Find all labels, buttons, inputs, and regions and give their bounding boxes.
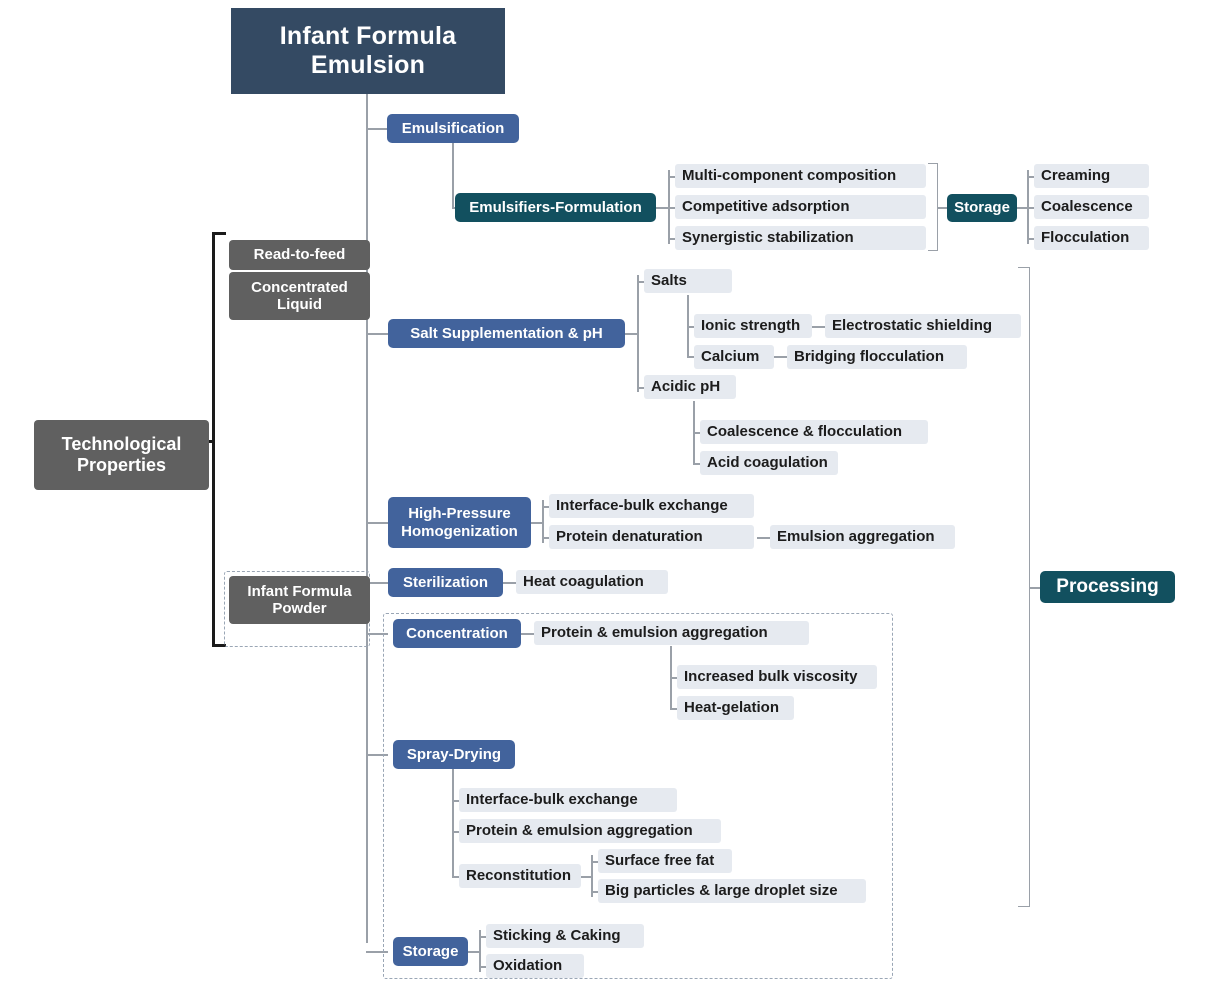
connector-emulsification-down [452, 143, 454, 208]
dashed-group-powder-processes [383, 613, 893, 979]
node-ionic-strength[interactable]: Ionic strength [694, 314, 812, 338]
branch-high-pressure-homogenization[interactable]: High-Pressure Homogenization [388, 497, 531, 548]
connector-emulsifier-leaf-2 [668, 207, 677, 209]
connector-sterilization [366, 582, 388, 584]
connector-salt-bracket [637, 275, 639, 392]
leaf-acid-coagulation[interactable]: Acid coagulation [700, 451, 838, 475]
leaf-protein-emulsion-aggregation-conc[interactable]: Protein & emulsion aggregation [534, 621, 809, 645]
connector-storage-in [937, 207, 949, 209]
branch-emulsification[interactable]: Emulsification [387, 114, 519, 143]
leaf-interface-bulk-exchange-spray[interactable]: Interface-bulk exchange [459, 788, 677, 812]
connector-ionic-strength [687, 326, 696, 328]
connector-root-stub [366, 93, 368, 129]
connector-hph-leaf-1 [542, 506, 551, 508]
leaf-protein-emulsion-aggregation-spray[interactable]: Protein & emulsion aggregation [459, 819, 721, 843]
branch-salt-supplementation[interactable]: Salt Supplementation & pH [388, 319, 625, 348]
connector-reconstitution [452, 876, 461, 878]
leaf-surface-free-fat[interactable]: Surface free fat [598, 849, 732, 873]
label-technological-properties[interactable]: Technological Properties [34, 420, 209, 490]
connector-spray-drying [366, 754, 388, 756]
connector-storage-leaf-2 [1027, 207, 1036, 209]
connector-emulsifier-leaf-3 [668, 238, 677, 240]
connector-storage-leaf-1 [1027, 176, 1036, 178]
connector-reconstitution-leaf-2 [591, 891, 600, 893]
connector-processing-in [1029, 587, 1041, 589]
connector-concentration-sub-1 [670, 677, 679, 679]
leaf-interface-bulk-exchange-hph[interactable]: Interface-bulk exchange [549, 494, 754, 518]
connector-pstorage-bracket [479, 930, 481, 972]
leaf-coalescence-flocculation[interactable]: Coalescence & flocculation [700, 420, 928, 444]
leaf-creaming[interactable]: Creaming [1034, 164, 1149, 188]
connector-spray-down [452, 769, 454, 877]
connector-acidic-leaf-1 [693, 432, 702, 434]
connector-salt-out [625, 333, 638, 335]
product-form-ready-to-feed[interactable]: Read-to-feed [229, 240, 370, 270]
leaf-oxidation[interactable]: Oxidation [486, 954, 584, 978]
leaf-heat-gelation[interactable]: Heat-gelation [677, 696, 794, 720]
connector-reconstitution-bracket [591, 855, 593, 897]
node-acidic-ph[interactable]: Acidic pH [644, 375, 736, 399]
bracket-technological-properties [212, 232, 226, 647]
product-form-concentrated-liquid[interactable]: Concentrated Liquid [229, 272, 370, 320]
node-storage-liquid[interactable]: Storage [947, 194, 1017, 222]
leaf-coalescence[interactable]: Coalescence [1034, 195, 1149, 219]
connector-hph-leaf-2 [542, 537, 551, 539]
connector-acidic-leaf-2 [693, 463, 702, 465]
connector-reconstitution-out [580, 876, 592, 878]
connector-storage-leaf-3 [1027, 238, 1036, 240]
connector-hph-out [531, 522, 543, 524]
connector-calcium [687, 356, 696, 358]
node-reconstitution[interactable]: Reconstitution [459, 864, 581, 888]
node-calcium[interactable]: Calcium [694, 345, 774, 369]
connector-heat-coagulation [503, 582, 517, 584]
connector-concentration-out [521, 633, 535, 635]
connector-bridging [774, 356, 788, 358]
connector-root-spine [366, 93, 368, 943]
connector-salts-leaf [637, 281, 646, 283]
branch-concentration[interactable]: Concentration [393, 619, 521, 648]
connector-reconstitution-leaf-1 [591, 861, 600, 863]
connector-spray-leaf-2 [452, 831, 461, 833]
leaf-big-particles-large-droplet-size[interactable]: Big particles & large droplet size [598, 879, 866, 903]
connector-concentration [366, 633, 388, 635]
leaf-sticking-caking[interactable]: Sticking & Caking [486, 924, 644, 948]
leaf-flocculation[interactable]: Flocculation [1034, 226, 1149, 250]
connector-acidic-leaf [637, 387, 646, 389]
leaf-competitive-adsorption[interactable]: Competitive adsorption [675, 195, 926, 219]
connector-storage-out [1016, 207, 1028, 209]
connector-spray-leaf-1 [452, 800, 461, 802]
leaf-multi-component-composition[interactable]: Multi-component composition [675, 164, 926, 188]
product-form-infant-formula-powder[interactable]: Infant Formula Powder [229, 576, 370, 624]
connector-electrostatic [812, 326, 826, 328]
connector-pstorage-leaf-2 [479, 966, 488, 968]
connector-techprops-in [205, 440, 215, 443]
branch-sterilization[interactable]: Sterilization [388, 568, 503, 597]
connector-hph [366, 522, 388, 524]
node-emulsifiers-formulation[interactable]: Emulsifiers-Formulation [455, 193, 656, 222]
connector-pstorage-leaf-1 [479, 936, 488, 938]
leaf-protein-denaturation[interactable]: Protein denaturation [549, 525, 754, 549]
connector-pstorage-out [468, 951, 480, 953]
leaf-increased-bulk-viscosity[interactable]: Increased bulk viscosity [677, 665, 877, 689]
leaf-bridging-flocculation[interactable]: Bridging flocculation [787, 345, 967, 369]
root-node[interactable]: Infant Formula Emulsion [231, 8, 505, 94]
leaf-heat-coagulation[interactable]: Heat coagulation [516, 570, 668, 594]
connector-concentration-sub-2 [670, 708, 679, 710]
leaf-electrostatic-shielding[interactable]: Electrostatic shielding [825, 314, 1021, 338]
branch-spray-drying[interactable]: Spray-Drying [393, 740, 515, 769]
connector-hph-bracket [542, 500, 544, 543]
connector-salt [366, 333, 388, 335]
label-processing[interactable]: Processing [1040, 571, 1175, 603]
leaf-emulsion-aggregation[interactable]: Emulsion aggregation [770, 525, 955, 549]
leaf-synergistic-stabilization[interactable]: Synergistic stabilization [675, 226, 926, 250]
connector-emulsification [366, 128, 388, 130]
connector-emulsion-aggregation [757, 537, 771, 539]
branch-powder-storage[interactable]: Storage [393, 937, 468, 966]
connector-powder-storage [366, 951, 388, 953]
connector-emulsifier-leaf-1 [668, 176, 677, 178]
node-salts[interactable]: Salts [644, 269, 732, 293]
connector-emulsifiers-out [655, 207, 669, 209]
